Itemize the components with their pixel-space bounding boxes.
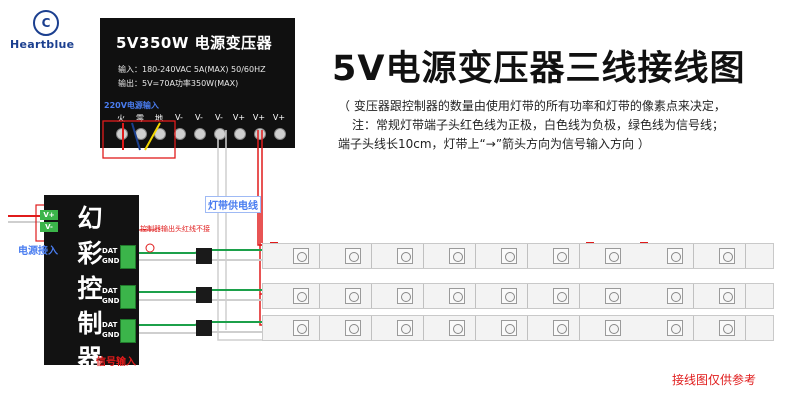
led-chip bbox=[719, 288, 735, 304]
psu-spec-input: 输入：180-240VAC 5A(MAX) 50/60HZ bbox=[118, 65, 266, 74]
psu-spec-output: 输出：5V=70A功率350W(MAX) bbox=[118, 79, 239, 88]
led-chip bbox=[397, 248, 413, 264]
led-chip bbox=[345, 320, 361, 336]
led-chip bbox=[397, 320, 413, 336]
led-chip bbox=[719, 320, 735, 336]
led-chip bbox=[449, 320, 465, 336]
led-chip bbox=[667, 248, 683, 264]
port1-gnd-label: GND bbox=[102, 257, 120, 265]
led-chip bbox=[345, 248, 361, 264]
led-chip bbox=[553, 320, 569, 336]
wire-ground bbox=[144, 122, 161, 151]
terminal-vminus-1: V- bbox=[170, 113, 188, 140]
note-marker bbox=[145, 243, 155, 253]
note-line-2: 注：常规灯带端子头红色线为正极，白色线为负极，绿色线为信号线； bbox=[352, 118, 725, 132]
led-chip bbox=[501, 248, 517, 264]
psu-input-label: 220V电源输入 bbox=[104, 101, 159, 110]
led-chip bbox=[449, 248, 465, 264]
note-line-1: （ 变压器跟控制器的数量由使用灯带的所有功率和灯带的像素点来决定， bbox=[338, 99, 726, 113]
port3-dat-label: DAT bbox=[102, 321, 118, 329]
terminal-vplus-3: V+ bbox=[270, 113, 288, 140]
notes-block: （ 变压器跟控制器的数量由使用灯带的所有功率和灯带的像素点来决定， 注：常规灯带… bbox=[338, 97, 726, 154]
led-chip bbox=[293, 248, 309, 264]
led-chip bbox=[605, 288, 621, 304]
ac-input-box bbox=[102, 120, 176, 159]
led-chip bbox=[501, 320, 517, 336]
note-line-3: 端子头线长10cm，灯带上“→”箭头方向为信号输入方向 ） bbox=[338, 137, 650, 151]
led-chip bbox=[501, 288, 517, 304]
connector-2 bbox=[196, 287, 212, 303]
led-chip bbox=[449, 288, 465, 304]
reference-note: 接线图仅供参考 bbox=[672, 373, 757, 387]
led-chip bbox=[293, 288, 309, 304]
ctrl-port-1 bbox=[120, 245, 136, 269]
connector-1 bbox=[196, 248, 212, 264]
led-chip bbox=[605, 320, 621, 336]
pixel-controller: 幻彩控制器 DAT GND DAT GND DAT GND bbox=[44, 195, 139, 373]
ctrl-vminus-label: V- bbox=[40, 222, 58, 232]
controller-name: 幻彩控制器 bbox=[77, 204, 103, 373]
psu-title: 5V350W 电源变压器 bbox=[116, 34, 273, 52]
led-chip bbox=[605, 248, 621, 264]
led-chip bbox=[667, 288, 683, 304]
port2-dat-label: DAT bbox=[102, 287, 118, 295]
ctrl-power-label: 电源接入 bbox=[18, 246, 58, 257]
wire-vminus-1 bbox=[217, 130, 262, 341]
strip-power-label: 灯带供电线 bbox=[205, 196, 261, 213]
led-chip bbox=[553, 248, 569, 264]
terminal-vplus-2: V+ bbox=[250, 113, 268, 140]
connector-3 bbox=[196, 320, 212, 336]
ctrl-signal-label: 信号输入 bbox=[96, 357, 136, 368]
ctrl-vplus-label: V+ bbox=[40, 210, 58, 220]
led-strip-3 bbox=[262, 315, 774, 341]
led-chip bbox=[397, 288, 413, 304]
logo-text: Heartblue bbox=[10, 38, 75, 51]
terminal-vminus-2: V- bbox=[190, 113, 208, 140]
led-chip bbox=[719, 248, 735, 264]
ctrl-note: 控制器输出头红线不接 bbox=[140, 225, 210, 233]
page-title: 5V电源变压器三线接线图 bbox=[332, 49, 746, 89]
led-strip-2 bbox=[262, 283, 774, 309]
logo-mark-icon: C bbox=[33, 10, 59, 36]
led-strip-1 bbox=[262, 243, 774, 269]
port3-gnd-label: GND bbox=[102, 331, 120, 339]
led-chip bbox=[667, 320, 683, 336]
led-chip bbox=[293, 320, 309, 336]
wire-neutral bbox=[131, 122, 141, 151]
ctrl-port-2 bbox=[120, 285, 136, 309]
port2-gnd-label: GND bbox=[102, 297, 120, 305]
terminal-vplus-1: V+ bbox=[230, 113, 248, 140]
ctrl-port-3 bbox=[120, 319, 136, 343]
brand-logo: C Heartblue bbox=[10, 10, 80, 60]
led-chip bbox=[345, 288, 361, 304]
port1-dat-label: DAT bbox=[102, 247, 118, 255]
led-chip bbox=[553, 288, 569, 304]
